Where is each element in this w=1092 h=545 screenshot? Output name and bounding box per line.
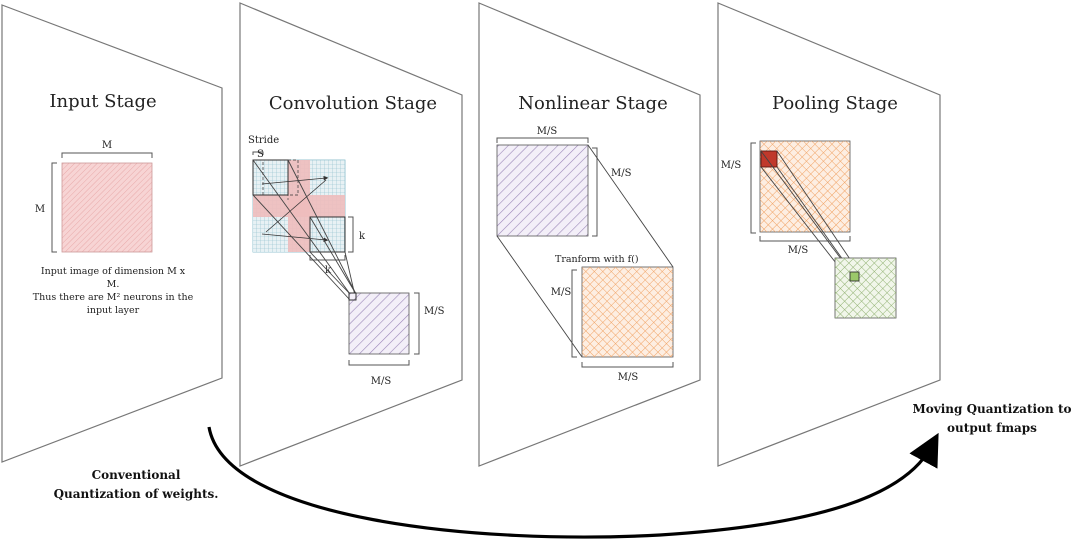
transform-label: Tranform with f() [555,254,639,265]
input-stage-title: Input Stage [49,91,156,112]
nonlinear-stage-title: Nonlinear Stage [518,93,667,114]
input-dim-top: M [102,140,112,151]
stride-label: Stride [248,135,279,146]
nonlinear-top-label: M/S [537,126,558,137]
input-caption-line1: Input image of dimension M x [41,266,186,277]
pink-band-horizontal [253,195,345,217]
pooling-stage-panel: Pooling Stage M/S M/S [717,2,941,467]
nonlinear-output-map [581,266,674,358]
input-caption-line2: M. [107,279,120,290]
nonlinear-stage-panel: Nonlinear Stage M/S M/S Tranform with f(… [478,2,701,467]
input-dim-left: M [35,204,45,215]
kernel-window-2 [262,159,299,196]
conventional-quantization-line1: Conventional [92,468,181,482]
quantization-shift-arrow [207,426,939,539]
moving-quantization-line1: Moving Quantization to [912,402,1071,416]
input-stage-panel: Input Stage M M Input image of dimension… [1,4,223,463]
input-caption-line3: Thus there are M² neurons in the [33,292,194,303]
convolution-output-bottom-label: M/S [371,376,392,387]
pooling-left-label: M/S [721,160,742,171]
pooling-window [760,150,778,168]
nonlinear-left-label: M/S [551,287,572,298]
nonlinear-bottom-label: M/S [618,372,639,383]
nonlinear-right-label: M/S [611,168,632,179]
nonlinear-input-map [496,144,589,237]
kernel-size-right: k [359,231,366,242]
input-image-square [61,162,153,253]
convolution-output-map [348,292,410,355]
conventional-quantization-line2: Quantization of weights. [54,487,219,501]
kernel-window-last [309,216,346,253]
convolution-stage-panel: Convolution Stage Stride S k k [239,2,463,467]
convolution-output-right-label: M/S [424,306,445,317]
kernel-size-bottom: k [325,265,332,276]
pooling-stage-title: Pooling Stage [772,93,898,114]
pooling-bottom-label: M/S [788,245,809,256]
stride-symbol: S [257,149,264,160]
output-cell-highlight [348,292,357,301]
input-caption-line4: input layer [87,305,140,316]
pooled-cell [849,271,860,282]
pooling-output-map [834,257,897,319]
moving-quantization-line2: output fmaps [947,421,1037,435]
convolution-input-grid [252,159,346,253]
convolution-stage-title: Convolution Stage [269,93,437,114]
